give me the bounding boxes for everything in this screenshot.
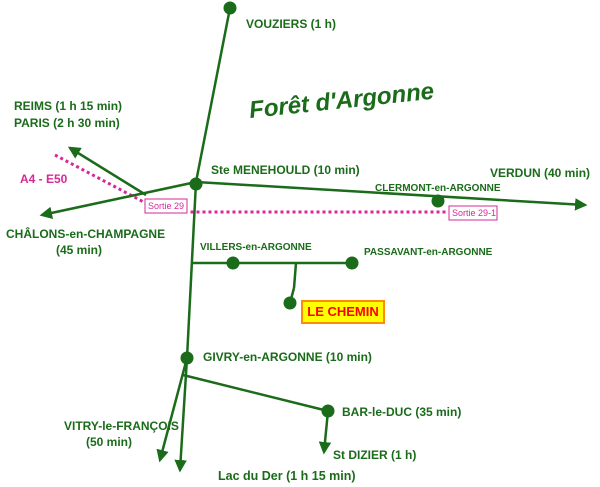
road-to-chalons [39,180,197,220]
node-le-chemin [283,296,297,310]
road-to-reims [67,146,147,197]
label-clermont: CLERMONT-en-ARGONNE [375,183,501,194]
highway-label: A4 - E50 [20,172,68,186]
road-north-vouziers [194,7,232,183]
road-to-vitry [156,357,189,463]
label-bar-le-duc: BAR-le-DUC (35 min) [342,405,461,419]
node-clermont [431,194,445,208]
destination-box[interactable] [301,300,385,324]
road-south-spine [185,181,198,359]
exit-29-label: Sortie 29 [148,201,184,211]
label-lac-du-der: Lac du Der (1 h 15 min) [218,469,356,483]
label-chalons: CHÂLONS-en-CHAMPAGNE [6,226,165,241]
exit-29-box [144,198,188,214]
node-ste-menehould [189,177,203,191]
exit-29-1-box [448,205,498,221]
road-to-verdun [195,180,588,211]
label-givry: GIVRY-en-ARGONNE (10 min) [203,350,372,364]
highway-a4-line [54,153,455,214]
road-to-st-dizier [318,410,332,455]
node-givry [180,351,194,365]
label-reims: REIMS (1 h 15 min) [14,99,122,113]
label-paris: PARIS (2 h 30 min) [14,116,120,130]
node-bar-le-duc [321,404,335,418]
label-verdun: VERDUN (40 min) [490,166,590,180]
exit-29-1-label: Sortie 29-1 [452,208,496,218]
node-passavant [345,256,359,270]
road-to-le-chemin-a [292,262,298,289]
label-vitry: VITRY-le-FRANÇOIS [64,419,179,433]
node-villers [226,256,240,270]
label-st-dizier: St DIZIER (1 h) [333,448,416,462]
node-vouziers [223,1,237,15]
destination-label: LE CHEMIN [307,304,379,319]
label-vitry-time: (50 min) [86,435,132,449]
label-vouziers: VOUZIERS (1 h) [246,17,336,31]
label-chalons-time: (45 min) [56,243,102,257]
label-ste-menehould: Ste MENEHOULD (10 min) [211,163,360,177]
region-label: Forêt d'Argonne [248,78,436,124]
road-to-bar-le-duc [182,373,329,413]
label-passavant: PASSAVANT-en-ARGONNE [364,247,493,258]
label-villers: VILLERS-en-ARGONNE [200,242,312,253]
